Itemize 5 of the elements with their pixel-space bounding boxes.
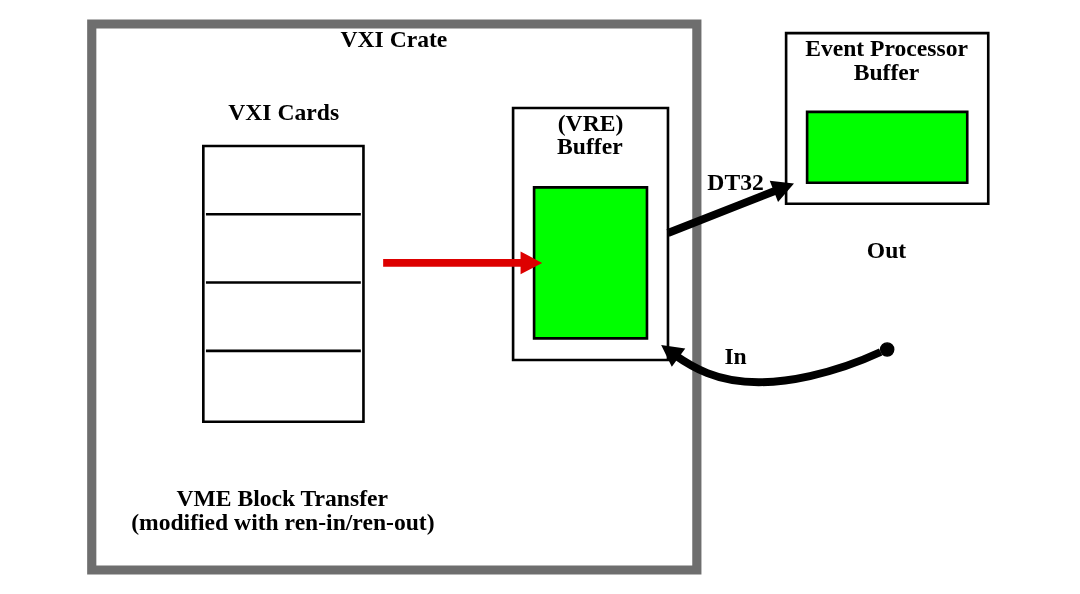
edge-label: DT32 bbox=[707, 168, 764, 195]
node-label: VXI Cards bbox=[228, 99, 340, 126]
edge-label: In bbox=[724, 343, 747, 370]
label: Out bbox=[866, 237, 907, 264]
label: VME Block Transfer (modified with ren-in/ren-out) bbox=[131, 485, 435, 535]
